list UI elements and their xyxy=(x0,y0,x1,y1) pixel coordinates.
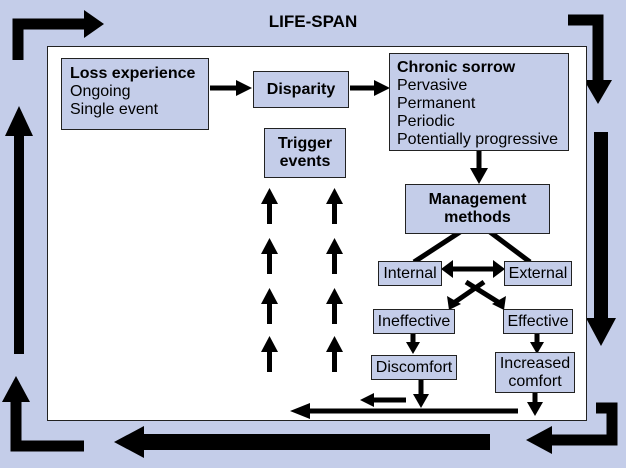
loss-item-ongoing: Ongoing xyxy=(70,83,131,100)
chronic-sorrow-heading: Chronic sorrow xyxy=(397,59,516,76)
arrowhead-internal xyxy=(441,260,453,278)
chronic-sorrow-box: Chronic sorrow Pervasive Permanent Perio… xyxy=(389,53,569,151)
arrowhead-discomfort xyxy=(406,342,420,354)
cycle-arrowhead-right xyxy=(586,318,616,346)
discomfort-label: Discomfort xyxy=(375,359,453,376)
diagram-title: LIFE-SPAN xyxy=(268,12,358,31)
cycle-arrowhead-bottom-right xyxy=(526,426,552,454)
internal-label: Internal xyxy=(383,265,437,282)
loss-experience-heading: Loss experience xyxy=(70,65,196,82)
arrowhead-cross-2 xyxy=(447,296,461,310)
cycle-arrowhead-left xyxy=(5,106,33,136)
branch-to-external xyxy=(488,230,532,264)
arrowhead-cross-1 xyxy=(492,296,506,310)
cycle-arrow-right-shaft xyxy=(594,132,608,320)
increased-comfort-line-1: Increased xyxy=(499,355,571,372)
effective-box: Effective xyxy=(503,309,573,334)
cycle-arrowhead-top-left xyxy=(84,10,104,38)
arrowhead-return-short xyxy=(360,393,374,407)
management-methods-box: Management methods xyxy=(405,184,550,234)
external-box: External xyxy=(504,261,572,286)
increased-comfort-line-2: comfort xyxy=(508,373,562,390)
management-line-1: Management xyxy=(428,191,527,208)
arrowhead-disparity-to-chronic xyxy=(374,80,390,96)
loss-experience-box: Loss experience Ongoing Single event xyxy=(61,58,209,130)
chronic-item-pervasive: Pervasive xyxy=(397,77,468,94)
arrowhead-external xyxy=(493,260,505,278)
arrowhead-discomfort-down xyxy=(413,394,429,408)
cycle-arrow-top-left xyxy=(12,18,84,60)
effective-label: Effective xyxy=(507,313,569,330)
trigger-arrows xyxy=(261,188,343,372)
cycle-arrow-bottom-right xyxy=(552,402,618,446)
arrowhead-comfort xyxy=(530,342,544,354)
trigger-line-2: events xyxy=(279,153,331,170)
external-label: External xyxy=(508,265,568,282)
cycle-arrowhead-bottom xyxy=(114,426,144,458)
arrowhead-loss-to-disparity xyxy=(236,80,252,96)
trigger-arrow-col-1 xyxy=(261,188,278,372)
arrowhead-chronic-to-management xyxy=(470,168,488,184)
trigger-events-box: Trigger events xyxy=(264,128,346,178)
arrowhead-comfort-down xyxy=(527,402,543,416)
discomfort-box: Discomfort xyxy=(371,355,457,380)
cycle-arrow-bottom-left xyxy=(10,400,84,452)
increased-comfort-box: Increased comfort xyxy=(495,352,575,393)
cycle-arrowhead-top-right xyxy=(584,80,612,104)
chronic-item-periodic: Periodic xyxy=(397,113,455,130)
disparity-label: Disparity xyxy=(266,81,336,98)
ineffective-label: Ineffective xyxy=(377,313,451,330)
chronic-item-potentially-progressive: Potentially progressive xyxy=(397,131,558,148)
cycle-arrowhead-bottom-left xyxy=(2,376,30,402)
trigger-line-1: Trigger xyxy=(277,135,333,152)
trigger-arrow-col-2 xyxy=(326,188,343,372)
management-line-2: methods xyxy=(444,209,511,226)
cross-arrow-1 xyxy=(464,279,500,305)
arrowhead-return-long xyxy=(290,403,310,419)
cross-arrow-2 xyxy=(453,279,486,305)
branch-to-internal xyxy=(412,229,462,265)
loss-item-single-event: Single event xyxy=(70,101,159,118)
disparity-box: Disparity xyxy=(253,71,349,108)
cycle-arrow-left-shaft xyxy=(14,134,24,354)
internal-box: Internal xyxy=(378,261,442,286)
cycle-arrow-top-right xyxy=(568,14,604,82)
chronic-item-permanent: Permanent xyxy=(397,95,476,112)
cycle-arrow-bottom-shaft xyxy=(144,434,490,450)
ineffective-box: Ineffective xyxy=(373,309,455,334)
